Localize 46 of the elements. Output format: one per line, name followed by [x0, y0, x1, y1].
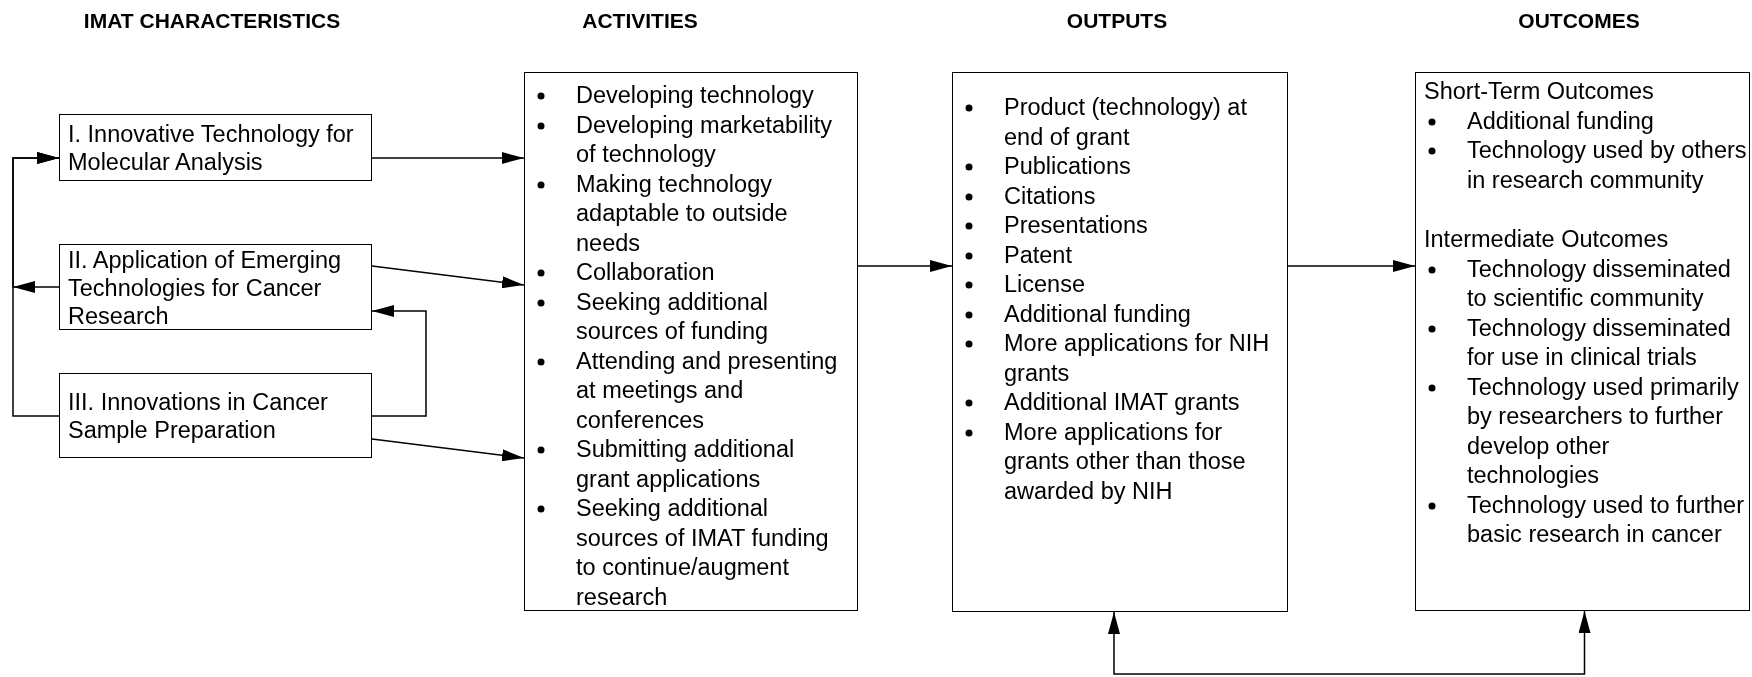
list-item-text: Presentations: [1004, 212, 1148, 238]
arrow: [12, 152, 60, 293]
arrow: [1287, 260, 1416, 272]
list-item-text: Collaboration: [576, 259, 715, 285]
list-item-text: Additional funding: [1467, 107, 1654, 134]
list-item-text: Seeking additional sources of funding: [576, 288, 769, 344]
list-item-text: Additional funding: [1004, 300, 1191, 327]
column-heading: OUTPUTS: [1066, 9, 1168, 33]
column-heading: IMAT CHARACTERISTICS: [83, 9, 341, 33]
section-heading: Intermediate Outcomes: [1423, 225, 1670, 254]
list-item-text: Developing marketability of technology: [576, 111, 832, 167]
column-heading: OUTCOMES: [1518, 9, 1640, 33]
list-box: [524, 72, 858, 611]
list-item-text: Seeking additional sources of IMAT funding to continue/augment research: [576, 495, 829, 610]
list-item-text: Technology used to further basic research in cancer: [1467, 491, 1744, 547]
arrow: [371, 265, 525, 289]
list-box: [952, 72, 1288, 612]
box-label: III. Innovations in Cancer Sample Preparation: [68, 388, 329, 444]
arrow: [371, 438, 525, 462]
list-item-text: More applications for grants other than those awarded by NIH: [1004, 418, 1246, 504]
arrow: [857, 260, 953, 272]
list-item-text: Attending and presenting at meetings and conferences: [576, 347, 838, 433]
box-label: I. Innovative Technology for Molecular Analysis: [68, 120, 355, 176]
list-item-text: Submitting additional grant applications: [576, 436, 795, 492]
list-item-text: Patent: [1004, 241, 1072, 268]
list-item-text: Technology used by others in research community: [1467, 137, 1747, 193]
list-item-text: Additional IMAT grants: [1004, 389, 1240, 415]
list-item-text: Product (technology) at end of grant: [1004, 94, 1247, 150]
list-item-text: License: [1004, 271, 1085, 297]
arrow: [371, 305, 427, 417]
list-item-text: Technology used primarily by researchers to further develop other technologies: [1467, 373, 1739, 488]
section-heading: Short-Term Outcomes: [1423, 77, 1655, 106]
arrow: [1108, 610, 1591, 675]
process-box: [59, 373, 372, 458]
list-item-text: Developing technology: [576, 82, 814, 108]
process-box: [59, 114, 372, 181]
list-item-text: Technology disseminated for use in clinical trials: [1467, 314, 1731, 370]
list-item-text: Citations: [1004, 182, 1096, 209]
arrow: [371, 152, 525, 164]
list-item-text: Publications: [1004, 153, 1131, 179]
box-label: II. Application of Emerging Technologies for Cancer Research: [68, 246, 342, 330]
list-item-text: More applications for NIH grants: [1004, 330, 1270, 386]
column-heading: ACTIVITIES: [582, 9, 698, 33]
list-box: [1415, 72, 1750, 611]
list-item-text: Making technology adaptable to outside needs: [576, 170, 788, 256]
list-item-text: Technology disseminated to scientific community: [1467, 255, 1731, 311]
